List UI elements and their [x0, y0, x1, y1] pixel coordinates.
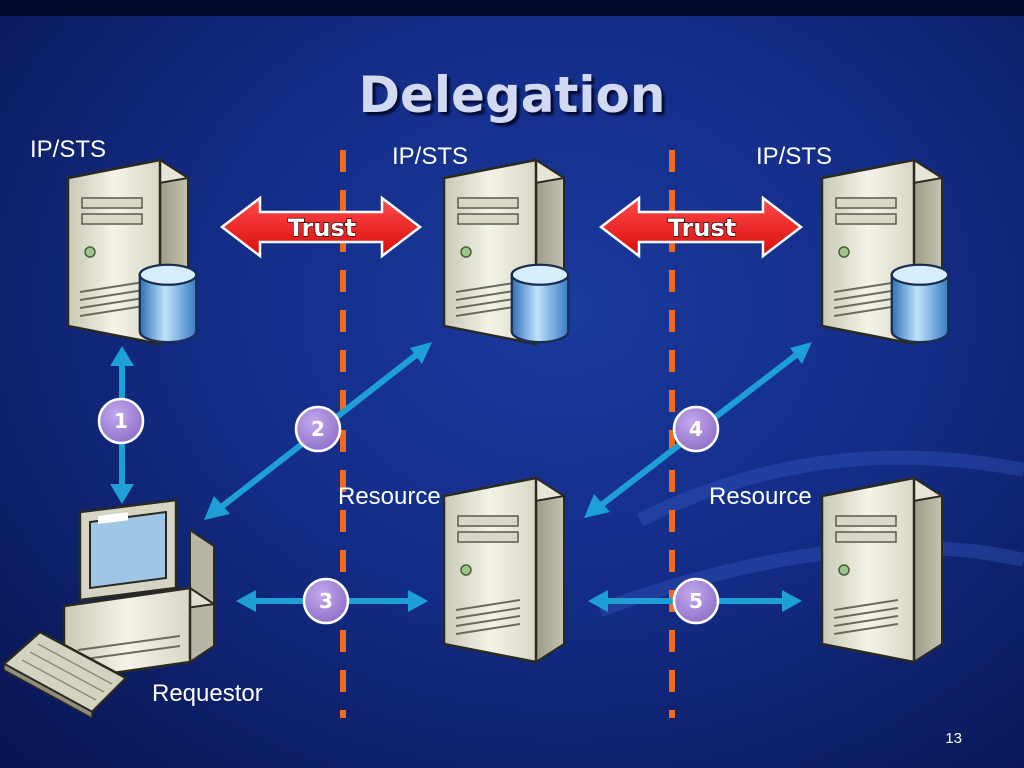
database-icon [890, 263, 950, 344]
page-number: 13 [945, 730, 962, 747]
step-badge-4: 4 [672, 405, 720, 453]
server-icon [442, 476, 566, 664]
step-number: 4 [689, 417, 703, 441]
ipsts-label-right: IP/STS [756, 143, 833, 170]
requestor-label: Requestor [152, 680, 263, 707]
trust-arrow-right [598, 195, 804, 259]
step-badge-3: 3 [302, 577, 350, 625]
step-badge-1: 1 [97, 397, 145, 445]
background-swoosh [597, 450, 1024, 617]
ipsts-label-center: IP/STS [392, 143, 469, 170]
workstation-icon [61, 498, 217, 682]
step-number: 3 [319, 589, 333, 613]
step-badge-2: 2 [294, 405, 342, 453]
resource-label-right: Resource [709, 483, 812, 510]
trust-label-left: Trust [288, 214, 356, 242]
trust-arrow-left [219, 195, 423, 259]
step-number: 2 [311, 417, 325, 441]
step-number: 1 [114, 409, 128, 433]
keyboard-icon [1, 630, 129, 720]
ipsts-label-left: IP/STS [30, 136, 107, 163]
step-number: 5 [689, 589, 703, 613]
server-icon [820, 476, 944, 664]
resource-label-center: Resource [338, 483, 441, 510]
top-bar [0, 0, 1024, 16]
slide-title: Delegation [358, 66, 666, 124]
database-icon [510, 263, 570, 344]
step-badge-5: 5 [672, 577, 720, 625]
database-icon [138, 263, 198, 344]
trust-label-right: Trust [668, 214, 736, 242]
